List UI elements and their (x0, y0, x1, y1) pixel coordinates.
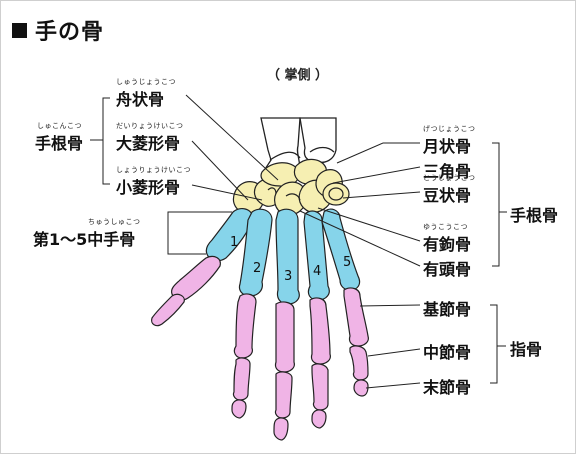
proximal-phalanx-label: 基節骨 (423, 296, 471, 320)
phalanges-label: 指骨 (510, 336, 542, 360)
metacarpal-number-4: 4 (313, 264, 321, 279)
scaphoid-label: 舟状骨 (116, 86, 164, 110)
thumb-distal-phalanx (152, 294, 185, 325)
lunate-label: 月状骨 (423, 133, 471, 157)
middle-phalanx-label: 中節骨 (423, 339, 471, 363)
metacarpals-label: 第1～5中手骨 (33, 226, 135, 250)
distal-phalanx-label: 末節骨 (423, 374, 471, 398)
little-middle-phalanx (350, 346, 368, 380)
middle-distal-phalanx (274, 418, 288, 440)
ulna-bone (300, 118, 336, 163)
little-distal-phalanx (354, 380, 368, 396)
little-proximal-phalanx (344, 288, 368, 346)
right-carpals-label: 手根骨 (510, 202, 558, 226)
hamate-label: 有鉤骨 (423, 231, 471, 255)
trapezium-label: 大菱形骨 (116, 130, 180, 154)
metacarpal-bones (206, 209, 359, 304)
carpal-bones (233, 159, 349, 214)
pisiform-bone (323, 183, 349, 205)
thumb-proximal-phalanx (172, 256, 221, 300)
index-proximal-phalanx (234, 294, 256, 358)
metacarpal-number-5: 5 (343, 255, 351, 270)
index-middle-phalanx (233, 358, 250, 400)
ring-distal-phalanx (312, 410, 326, 428)
left-carpals-label: 手根骨 (35, 130, 83, 154)
metacarpal-number-1: 1 (230, 235, 238, 250)
capitate-label: 有頭骨 (423, 256, 471, 280)
middle-middle-phalanx (275, 372, 292, 418)
metacarpal-number-3: 3 (284, 269, 292, 284)
ring-middle-phalanx (312, 364, 328, 410)
index-distal-phalanx (232, 400, 246, 418)
ring-proximal-phalanx (310, 298, 330, 364)
trapezoid-label: 小菱形骨 (116, 174, 180, 198)
pisiform-label: 豆状骨 (423, 182, 471, 206)
metacarpal-3 (276, 209, 299, 304)
middle-proximal-phalanx (275, 302, 294, 372)
metacarpal-number-2: 2 (253, 261, 261, 276)
